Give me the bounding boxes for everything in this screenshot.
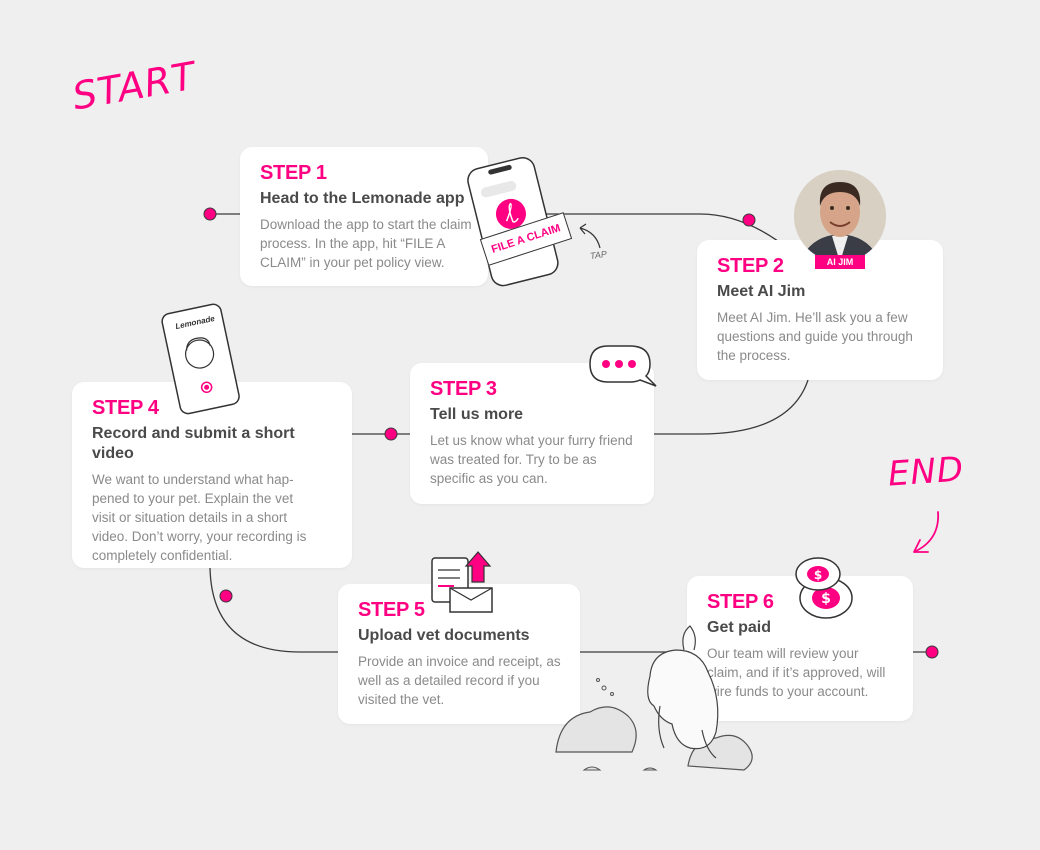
step-3-description: Let us know what your furry friend was t…: [430, 433, 633, 486]
step-5-number: STEP 5: [358, 599, 425, 621]
step-3-number: STEP 3: [430, 378, 497, 400]
step-5-title: Upload vet documents: [358, 627, 530, 644]
step-6-card: STEP 6 Get paid Our team will review you…: [687, 576, 913, 721]
end-label: END: [886, 449, 966, 495]
step-2-title: Meet AI Jim: [717, 283, 806, 300]
step-4-description: We want to understand what hap-pened to …: [92, 472, 307, 563]
step-5-card: STEP 5 Upload vet documents Provide an i…: [338, 584, 580, 724]
step-5-description: Provide an invoice and receipt, as well …: [358, 654, 561, 707]
flow-node-3: [384, 427, 398, 441]
flow-node-5: [219, 589, 233, 603]
flow-node-start: [203, 207, 217, 221]
step-2-number: STEP 2: [717, 255, 784, 277]
step-6-description: Our team will review your claim, and if …: [707, 646, 886, 699]
flow-node-end: [925, 645, 939, 659]
step-4-card: STEP 4 Record and submit a short video W…: [72, 382, 352, 568]
step-3-card: STEP 3 Tell us more Let us know what you…: [410, 363, 654, 504]
arrow-icon: [913, 511, 939, 553]
step-1-card: STEP 1 Head to the Lemonade app Download…: [240, 147, 488, 286]
step-3-title: Tell us more: [430, 406, 524, 423]
ai-jim-badge: AI JIM: [815, 255, 865, 269]
step-4-title: Record and submit a short video: [92, 425, 295, 462]
step-1-description: Download the app to start the claim proc…: [260, 217, 472, 270]
step-1-number: STEP 1: [260, 162, 327, 184]
step-2-description: Meet AI Jim. He’ll ask you a few questio…: [717, 310, 913, 363]
step-1-title: Head to the Lemonade app: [260, 190, 465, 207]
step-6-title: Get paid: [707, 619, 772, 636]
step-6-number: STEP 6: [707, 591, 774, 613]
flow-node-2: [742, 213, 756, 227]
step-4-number: STEP 4: [92, 397, 159, 419]
